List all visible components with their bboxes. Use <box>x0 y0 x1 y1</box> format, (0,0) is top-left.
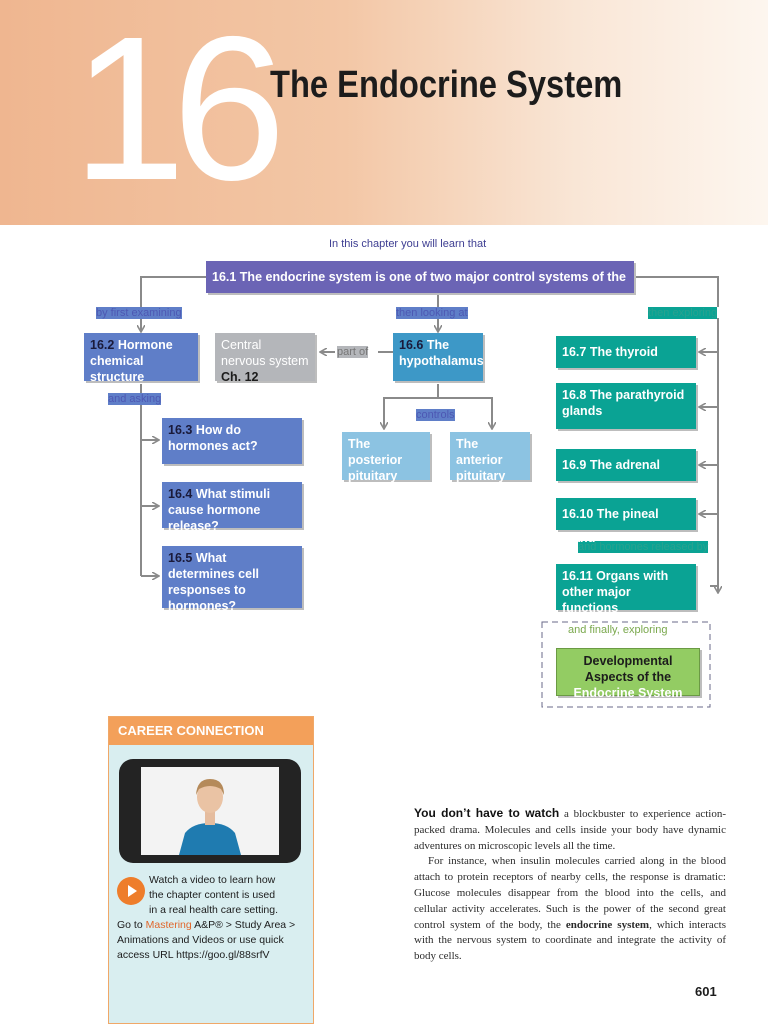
intro-p2-a: For instance, when insulin molecules car… <box>414 855 726 931</box>
box-16-9: 16.9 The adrenal glands <box>556 449 696 496</box>
box-16-5-text: What determines cell responses to hormon… <box>168 551 260 613</box>
box-16-8-num: 16.8 <box>562 388 587 402</box>
box-cns: Central nervous system Ch. 12 <box>215 333 315 384</box>
chapter-title: The Endocrine System <box>270 64 623 106</box>
box-posterior-pituitary: The posterior pituitary <box>342 432 430 483</box>
box-16-6: 16.6 The hypothalamus <box>393 333 484 381</box>
box-16-9-num: 16.9 <box>562 458 587 472</box>
box-dev-highlight: Endocrine System <box>573 686 683 700</box>
box-16-3-num: 16.3 <box>168 423 193 437</box>
chapter-intro-text: You don’t have to watch a blockbuster to… <box>414 806 726 965</box>
box-anterior-text: The anterior pituitary <box>456 437 506 483</box>
box-16-6-num: 16.6 <box>399 338 424 352</box>
box-16-11-text: Organs with other major functions <box>562 569 669 615</box>
box-cns-text: Central nervous system <box>221 338 309 368</box>
box-16-3: 16.3 How do hormones act? <box>162 418 302 464</box>
career-access-instructions: Go to Mastering A&P® > Study Area > Anim… <box>117 918 307 963</box>
career-line-2: the chapter content is used <box>149 889 276 901</box>
chapter-number: 16 <box>72 0 286 223</box>
box-16-2-num: 16.2 <box>90 338 115 352</box>
career-line-1: Watch a video to learn how <box>149 874 276 886</box>
intro-p2-b: , which interacts with the nervous syste… <box>414 918 726 963</box>
box-cns-ref: Ch. 12 <box>221 370 259 384</box>
video-thumbnail[interactable] <box>141 767 279 855</box>
box-16-8-text: The parathyroid glands <box>562 388 685 418</box>
box-16-4-text: What stimuli cause hormone release? <box>168 487 271 533</box>
box-16-7: 16.7 The thyroid gland <box>556 336 696 383</box>
intro-p2-bold: endocrine system <box>565 918 650 931</box>
play-video-button[interactable] <box>117 877 145 905</box>
box-16-11-num: 16.11 <box>562 569 593 583</box>
intro-paragraph-1: You don’t have to watch a blockbuster to… <box>414 806 726 854</box>
box-anterior-pituitary: The anterior pituitary <box>450 432 530 483</box>
label-then-looking-at: then looking at <box>396 307 468 319</box>
box-16-8: 16.8 The parathyroid glands <box>556 383 696 429</box>
label-controls: controls <box>416 409 455 421</box>
box-16-7-num: 16.7 <box>562 345 587 359</box>
box-16-10-text: The pineal gland <box>562 507 659 545</box>
concept-map-intro: In this chapter you will learn that <box>329 238 487 250</box>
box-dev-text: Developmental Aspects of the <box>583 654 673 684</box>
box-16-4: 16.4 What stimuli cause hormone release? <box>162 482 302 533</box>
label-and-finally-exploring: and finally, exploring <box>568 624 668 636</box>
career-goto: Go to <box>117 919 143 931</box>
box-16-5: 16.5 What determines cell responses to h… <box>162 546 302 613</box>
intro-p1-rest: a blockbuster to experience action-packe… <box>414 808 726 852</box>
presenter-figure <box>141 767 279 855</box>
box-16-10-num: 16.10 <box>562 507 594 521</box>
career-instructions: Watch a video to learn how the chapter c… <box>117 873 307 963</box>
box-16-4-num: 16.4 <box>168 487 193 501</box>
box-16-2: 16.2 Hormone chemical structure <box>84 333 198 384</box>
career-line-3: in a real health care setting. <box>149 904 278 916</box>
career-connection-panel: CAREER CONNECTION Watch a video to learn… <box>108 716 314 1024</box>
intro-paragraph-2: For instance, when insulin molecules car… <box>414 854 726 965</box>
label-by-first-examining: by first examining <box>96 307 182 319</box>
box-developmental-aspects: Developmental Aspects of the Endocrine S… <box>556 648 700 700</box>
box-16-5-num: 16.5 <box>168 551 193 565</box>
box-16-10: 16.10 The pineal gland <box>556 498 696 545</box>
label-and-asking: and asking <box>108 393 162 405</box>
play-icon <box>128 885 137 897</box>
box-16-3-text: How do hormones act? <box>168 423 258 453</box>
label-part-of: part of <box>337 346 369 358</box>
career-connection-heading: CAREER CONNECTION <box>109 717 313 745</box>
box-16-6-text: The hypothalamus <box>399 338 484 368</box>
box-16-7-text: The thyroid gland <box>562 345 658 383</box>
label-then-exploring: then exploring <box>648 307 718 319</box>
video-phone-frame[interactable] <box>119 759 301 863</box>
label-hormones-released-by: and hormones released by <box>578 541 709 553</box>
box-16-1-main: 16.1 The endocrine system is one of two … <box>206 261 634 308</box>
box-posterior-text: The posterior pituitary <box>348 437 403 483</box>
mastering-link[interactable]: Mastering <box>145 919 192 931</box>
box-16-9-text: The adrenal glands <box>562 458 660 496</box>
box-16-11: 16.11 Organs with other major functions <box>556 564 696 615</box>
page-number: 601 <box>695 984 717 999</box>
intro-lead: You don’t have to watch <box>414 806 560 820</box>
box-16-1-text: 16.1 The endocrine system is one of two … <box>212 270 626 308</box>
box-16-2-text: Hormone chemical structure <box>90 338 173 384</box>
chapter-header-band <box>0 0 768 225</box>
career-path: A&P® > Study Area > Animations and Video… <box>117 919 296 961</box>
